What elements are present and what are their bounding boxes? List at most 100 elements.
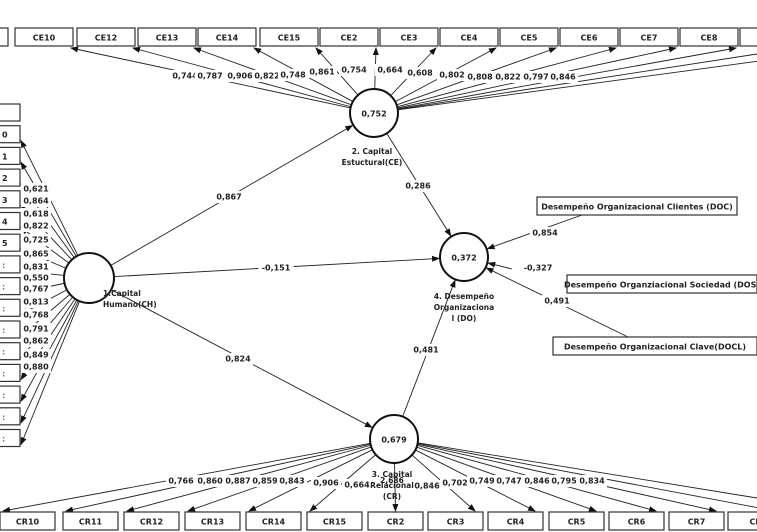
indicator-box[interactable] [184,511,241,531]
cr-indicator[interactable]: CR10 [0,511,56,531]
ce-indicator[interactable]: CE3 [379,27,439,47]
ce-indicator[interactable]: CE12 [76,27,136,47]
indicator-box[interactable] [0,385,21,404]
cr-indicator[interactable]: CR11 [62,511,119,531]
cr-indicator[interactable]: CR14 [245,511,302,531]
ce-indicator[interactable]: CE6 [559,27,619,47]
indicator-box[interactable] [427,511,484,531]
indicator-box[interactable] [137,27,197,47]
ch-indicator[interactable]: : [0,342,21,361]
indicator-box[interactable] [536,196,738,216]
indicator-box[interactable] [619,27,679,47]
indicator-box[interactable] [0,407,21,426]
ch-indicator[interactable]: : [0,320,21,339]
indicator-box[interactable] [559,27,619,47]
indicator-box[interactable] [319,27,379,47]
cr-indicator[interactable]: CR6 [608,511,665,531]
indicator-box[interactable] [197,27,257,47]
indicator-box[interactable] [727,511,757,531]
indicator-box[interactable] [0,168,21,187]
indicator-box[interactable] [0,255,21,274]
cr-indicator[interactable]: CR3 [427,511,484,531]
ch-indicator[interactable]: : [0,298,21,317]
ch-indicator[interactable]: 4 [0,211,21,231]
indicator-box[interactable] [739,27,757,47]
indicator-box[interactable] [552,336,757,356]
cr-indicator[interactable]: CR5 [548,511,605,531]
ch-indicator[interactable]: 1 [0,146,21,165]
indicator-box[interactable] [0,298,21,317]
indicator-box[interactable] [608,511,665,531]
ce-indicator[interactable] [0,27,9,47]
ch-indicator[interactable]: : [0,277,21,296]
ce-indicator[interactable]: CE7 [619,27,679,47]
indicator-box[interactable] [245,511,302,531]
cr-indicator[interactable]: CR12 [123,511,180,531]
indicator-box[interactable] [0,125,21,144]
indicator-box[interactable] [0,511,56,531]
cr-indicator[interactable]: CR4 [487,511,544,531]
indicator-box[interactable] [76,27,136,47]
indicator-box[interactable] [548,511,605,531]
indicator-box[interactable] [14,27,74,47]
indicator-box[interactable] [379,27,439,47]
indicator-box[interactable] [0,342,21,361]
ce-indicator[interactable]: CE15 [259,27,319,47]
indicator-box[interactable] [668,511,725,531]
cr-indicator[interactable]: CR15 [306,511,363,531]
latent-do[interactable]: 0,372 [439,232,489,282]
ch-indicator[interactable]: 3 [0,190,21,209]
indicator-box[interactable] [123,511,180,531]
indicator-box[interactable] [62,511,119,531]
cr-indicator[interactable]: CR13 [184,511,241,531]
ce-indicator[interactable]: CE14 [197,27,257,47]
indicator-box[interactable] [499,27,559,47]
ce-indicator[interactable]: CE4 [439,27,499,47]
latent-circle[interactable] [439,232,489,282]
indicator-box[interactable] [439,27,499,47]
indicator-box[interactable] [0,103,21,122]
ch-indicator[interactable]: : [0,255,21,274]
indicator-box[interactable] [0,320,21,339]
ce-indicator[interactable]: CE2 [319,27,379,47]
indicator-box[interactable] [0,27,9,47]
cr-indicator[interactable]: CR [727,511,757,531]
indicator-box[interactable] [0,211,21,231]
indicator-box[interactable] [0,190,21,209]
ce-indicator[interactable]: CE10 [14,27,74,47]
latent-circle[interactable] [349,88,399,138]
indicator-box[interactable] [367,511,424,531]
latent-ch[interactable] [63,252,115,304]
ce-indicator[interactable]: CE5 [499,27,559,47]
do-indicator[interactable]: Desempeño Organizacional Clave(DOCL) [552,336,757,356]
ch-indicator[interactable]: 5 [0,233,21,252]
ce-indicator[interactable]: CE13 [137,27,197,47]
indicator-box[interactable] [679,27,739,47]
latent-circle[interactable] [63,252,115,304]
indicator-box[interactable] [306,511,363,531]
ch-indicator[interactable]: : [0,407,21,426]
ch-indicator[interactable]: : [0,385,21,404]
ch-indicator[interactable]: 0 [0,125,21,144]
do-indicator[interactable]: Desempeño Organziacional Sociedad (DOS) [564,274,757,294]
do-indicator[interactable]: Desempeño Organizacional Clientes (DOC) [536,196,738,216]
latent-circle[interactable] [369,414,419,464]
ce-indicator[interactable]: CE8 [679,27,739,47]
cr-indicator[interactable]: CR2 [367,511,424,531]
indicator-box[interactable] [0,363,21,382]
indicator-box[interactable] [487,511,544,531]
latent-ce[interactable]: 0,752 [349,88,399,138]
ch-indicator[interactable]: 2 [0,168,21,187]
cr-indicator[interactable]: CR7 [668,511,725,531]
latent-cr[interactable]: 0,679 [369,414,419,464]
indicator-box[interactable] [0,233,21,252]
indicator-box[interactable] [566,274,757,294]
indicator-box[interactable] [0,277,21,296]
indicator-box[interactable] [0,428,21,448]
indicator-box[interactable] [0,146,21,165]
indicator-box[interactable] [259,27,319,47]
ch-indicator[interactable] [0,103,21,122]
ch-indicator[interactable]: : [0,363,21,382]
ce-indicator[interactable] [739,27,757,47]
ch-indicator[interactable]: : [0,428,21,448]
